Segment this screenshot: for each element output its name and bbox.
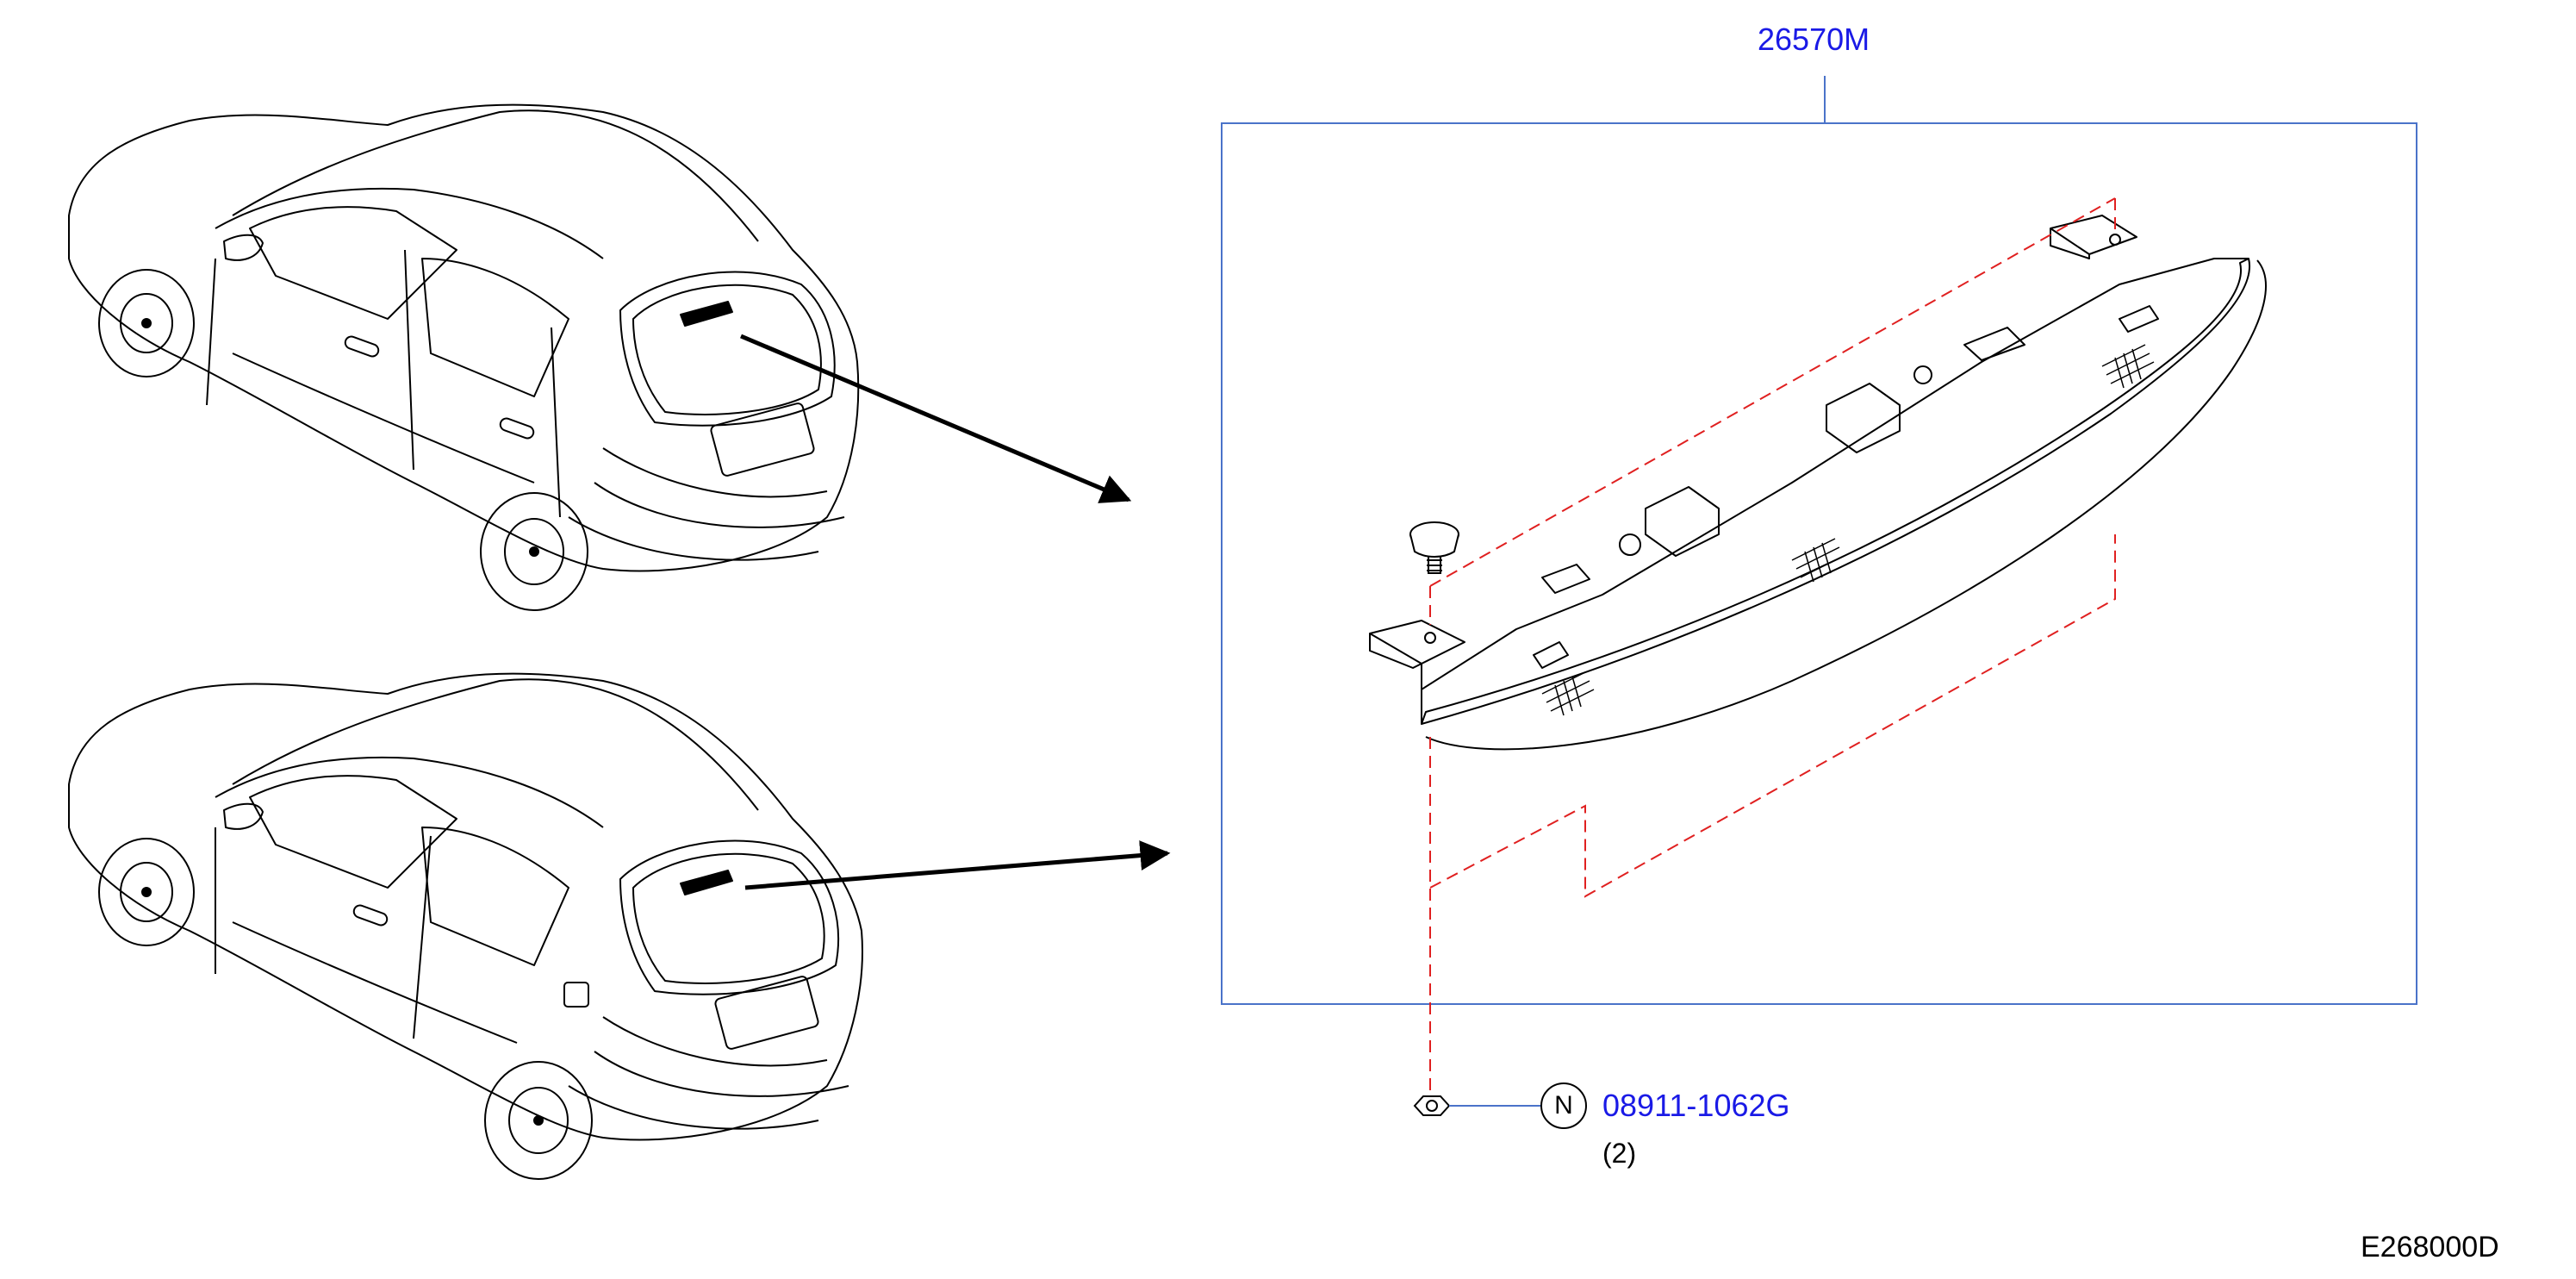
part-number-08911-1062g[interactable]: 08911-1062G	[1602, 1088, 1790, 1123]
assembly-frame	[1221, 122, 2417, 1005]
arrow-car1-to-lamp	[740, 334, 1132, 503]
assembly-dashed-lines	[1429, 197, 2116, 1112]
bulb-socket-icon	[1409, 521, 1459, 574]
car-5door-drawing	[68, 103, 860, 611]
part-number-26570m[interactable]: 26570M	[1758, 22, 1870, 57]
high-mount-stop-lamp-drawing	[1369, 215, 2267, 751]
car-3door-drawing	[68, 672, 863, 1180]
clip-nut-icon	[1413, 1095, 1451, 1116]
new-part-marker: N	[1540, 1082, 1587, 1129]
diagram-code: E268000D	[2361, 1231, 2499, 1263]
arrow-car2-to-lamp	[744, 840, 1171, 890]
clip-quantity: (2)	[1602, 1138, 1637, 1169]
